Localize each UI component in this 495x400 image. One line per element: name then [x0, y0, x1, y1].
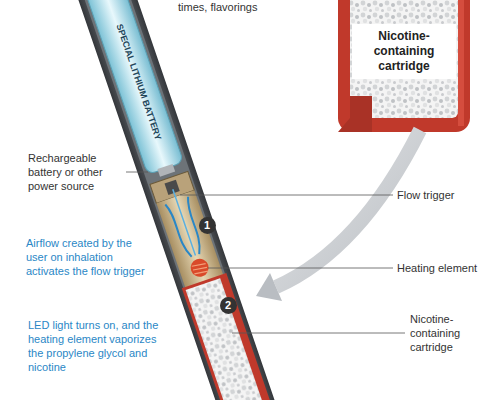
caption-fragment: times, flavorings: [178, 0, 257, 14]
node-text: Nicotine-containing cartridge: [356, 29, 452, 74]
callout-number: 2: [220, 297, 237, 314]
step-note: Airflow created by the user on inhalatio…: [26, 236, 151, 278]
cartridge-inset: [338, 0, 470, 132]
part-label: Nicotine-containing cartridge: [410, 312, 472, 354]
pointer-arrow: [256, 130, 420, 301]
part-label: Flow trigger: [397, 188, 454, 202]
step-note: LED light turns on, and the heating elem…: [28, 318, 173, 374]
cartridge-inset-label: Nicotine-containing cartridge: [352, 24, 456, 79]
part-label: Heating element: [397, 261, 477, 275]
callout-number: 1: [199, 217, 216, 234]
leader-lines: [126, 172, 405, 333]
part-label: Rechargeable battery or other power sour…: [28, 151, 123, 193]
